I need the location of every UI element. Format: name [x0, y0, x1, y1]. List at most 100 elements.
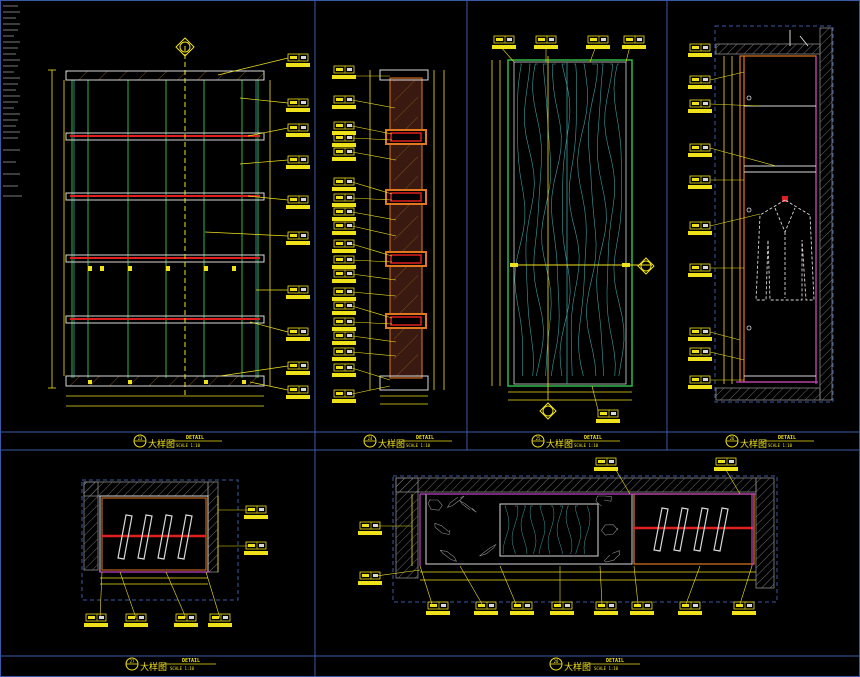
- material-tag: [332, 239, 356, 253]
- material-tag: [286, 195, 310, 209]
- material-tag: [732, 601, 756, 615]
- title-block-26: 26 大样图 DETAIL SCALE 1:10: [725, 434, 814, 450]
- material-tag: [492, 35, 516, 49]
- title-chinese: 大样图: [740, 438, 767, 450]
- title-chinese: 大样图: [378, 438, 405, 450]
- material-tag: [286, 327, 310, 341]
- shelf-section-material-tags: [332, 65, 356, 403]
- material-tag: [474, 601, 498, 615]
- title-number: 28: [554, 659, 559, 664]
- material-tag: [332, 221, 356, 235]
- material-tag: [174, 613, 198, 627]
- material-tag: [688, 99, 712, 113]
- material-tag: [286, 285, 310, 299]
- material-tag: [208, 613, 232, 627]
- shelf-elevation-material-tags: [286, 53, 310, 399]
- title-scale: SCALE 1:10: [594, 666, 619, 671]
- material-tag: [630, 601, 654, 615]
- material-tag: [286, 231, 310, 245]
- material-tag: [332, 95, 356, 109]
- title-number: 24: [368, 436, 373, 441]
- wardrobe-section-material-tags: [688, 43, 712, 389]
- material-tag: [286, 385, 310, 399]
- material-tag: [332, 193, 356, 207]
- material-tag: [332, 147, 356, 161]
- title-chinese: 大样图: [546, 438, 573, 450]
- wardrobe-section-drawing: [709, 25, 834, 403]
- material-tag: [84, 613, 108, 627]
- title-block-25: 25 大样图 DETAIL SCALE 1:10: [531, 434, 620, 450]
- title-tag: DETAIL: [186, 435, 204, 441]
- material-tag: [332, 177, 356, 191]
- wardrobe-plan-wide-material-tags: [358, 457, 756, 615]
- title-block-23: 23 大样图 DETAIL SCALE 1:10: [133, 434, 222, 450]
- material-tag: [678, 601, 702, 615]
- material-tag: [688, 43, 712, 57]
- material-tag: [332, 269, 356, 283]
- material-tag: [688, 263, 712, 277]
- hanger-plan-small-material-tags: [84, 505, 268, 627]
- material-tag: [332, 133, 356, 147]
- material-tag: [688, 143, 712, 157]
- material-tag: [688, 327, 712, 341]
- material-tag: [622, 35, 646, 49]
- material-tag: [332, 331, 356, 345]
- material-tag: [286, 155, 310, 169]
- material-tag: [594, 601, 618, 615]
- title-number: 26: [730, 436, 735, 441]
- title-chinese: 大样图: [564, 661, 591, 673]
- material-tag: [332, 347, 356, 361]
- material-tag: [426, 601, 450, 615]
- material-tag: [332, 389, 356, 403]
- title-scale: SCALE 1:10: [176, 443, 201, 448]
- material-tag: [688, 175, 712, 189]
- title-scale: SCALE 1:10: [574, 443, 599, 448]
- title-scale: SCALE 1:10: [768, 443, 793, 448]
- shelf-section-drawing: [351, 69, 445, 405]
- material-tag: [332, 207, 356, 221]
- material-tag: [286, 123, 310, 137]
- title-block-27: 27 大样图 DETAIL SCALE 1:10: [125, 657, 216, 673]
- material-tag: [332, 301, 356, 315]
- material-tag: [358, 521, 382, 535]
- title-scale: SCALE 1:10: [170, 666, 195, 671]
- title-number: 23: [138, 436, 143, 441]
- material-tag: [286, 53, 310, 67]
- material-tag: [510, 601, 534, 615]
- title-tag: DETAIL: [584, 435, 602, 441]
- title-number: 25: [536, 436, 541, 441]
- material-tag: [332, 255, 356, 269]
- title-block-28: 28 大样图 DETAIL SCALE 1:10: [549, 657, 640, 673]
- title-tag: DETAIL: [606, 658, 624, 664]
- material-tag: [534, 35, 558, 49]
- material-tag: [332, 363, 356, 377]
- material-tag: [688, 347, 712, 361]
- material-tag: [332, 287, 356, 301]
- material-tag: [124, 613, 148, 627]
- material-tag: [332, 121, 356, 135]
- material-tag: [244, 505, 268, 519]
- left-legend-strip: [3, 5, 22, 197]
- material-tag: [688, 375, 712, 389]
- material-tag: [688, 221, 712, 235]
- material-tag: [332, 317, 356, 331]
- title-block-24: 24 大样图 DETAIL SCALE 1:10: [363, 434, 452, 450]
- door-elevation-material-tags: [492, 35, 646, 423]
- material-tag: [286, 361, 310, 375]
- title-chinese: 大样图: [148, 438, 175, 450]
- wardrobe-plan-wide-drawing: [375, 469, 778, 605]
- material-tag: [586, 35, 610, 49]
- title-chinese: 大样图: [140, 661, 167, 673]
- title-tag: DETAIL: [416, 435, 434, 441]
- material-tag: [332, 65, 356, 79]
- title-scale: SCALE 1:10: [406, 443, 431, 448]
- title-tag: DETAIL: [182, 658, 200, 664]
- material-tag: [286, 98, 310, 112]
- material-tag: [358, 571, 382, 585]
- material-tag: [714, 457, 738, 471]
- material-tag: [596, 409, 620, 423]
- hanger-plan-small-drawing: [81, 479, 254, 619]
- door-elevation-drawing: [491, 45, 655, 420]
